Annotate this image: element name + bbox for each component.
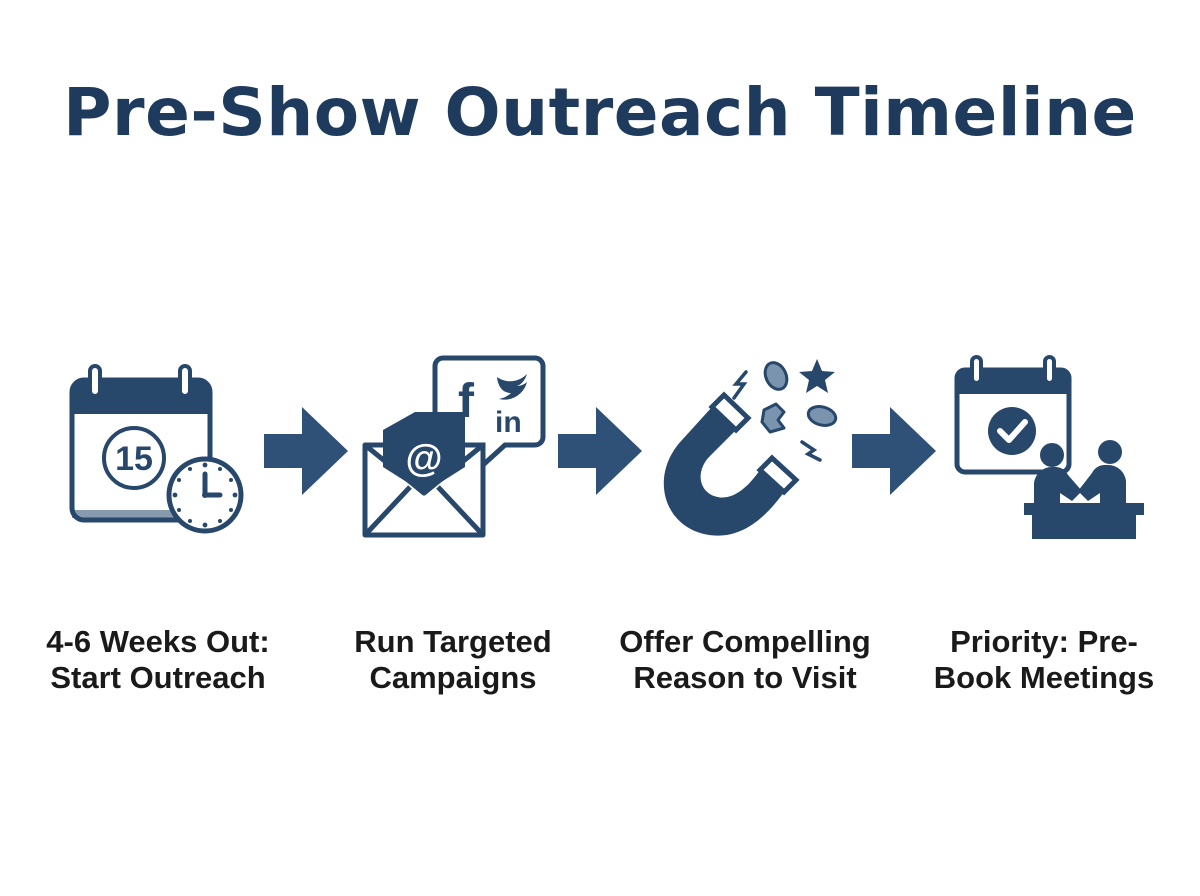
twitter-icon (497, 374, 527, 400)
check-icon (997, 419, 1028, 443)
step-label-compelling-reason: Offer Compelling Reason to Visit (619, 624, 871, 695)
email-at-symbol: @ (405, 438, 442, 480)
magnet-icon (663, 359, 838, 536)
arrow-right-icon (852, 407, 936, 495)
step-label-start-outreach: 4-6 Weeks Out: Start Outreach (46, 624, 270, 695)
calendar-clock-icon: 15 (69, 364, 244, 534)
arrow-right-icon (264, 407, 348, 495)
linkedin-icon: in (495, 406, 522, 439)
page-title: Pre-Show Outreach Timeline (63, 74, 1137, 151)
step-label-pre-book-meetings: Priority: Pre- Book Meetings (933, 624, 1155, 695)
email-social-icon: f in @ (362, 355, 546, 538)
meeting-calendar-icon (954, 355, 1144, 539)
calendar-day-number: 15 (115, 440, 153, 478)
step-label-targeted-campaigns: Run Targeted Campaigns (354, 624, 552, 695)
arrow-right-icon (558, 407, 642, 495)
